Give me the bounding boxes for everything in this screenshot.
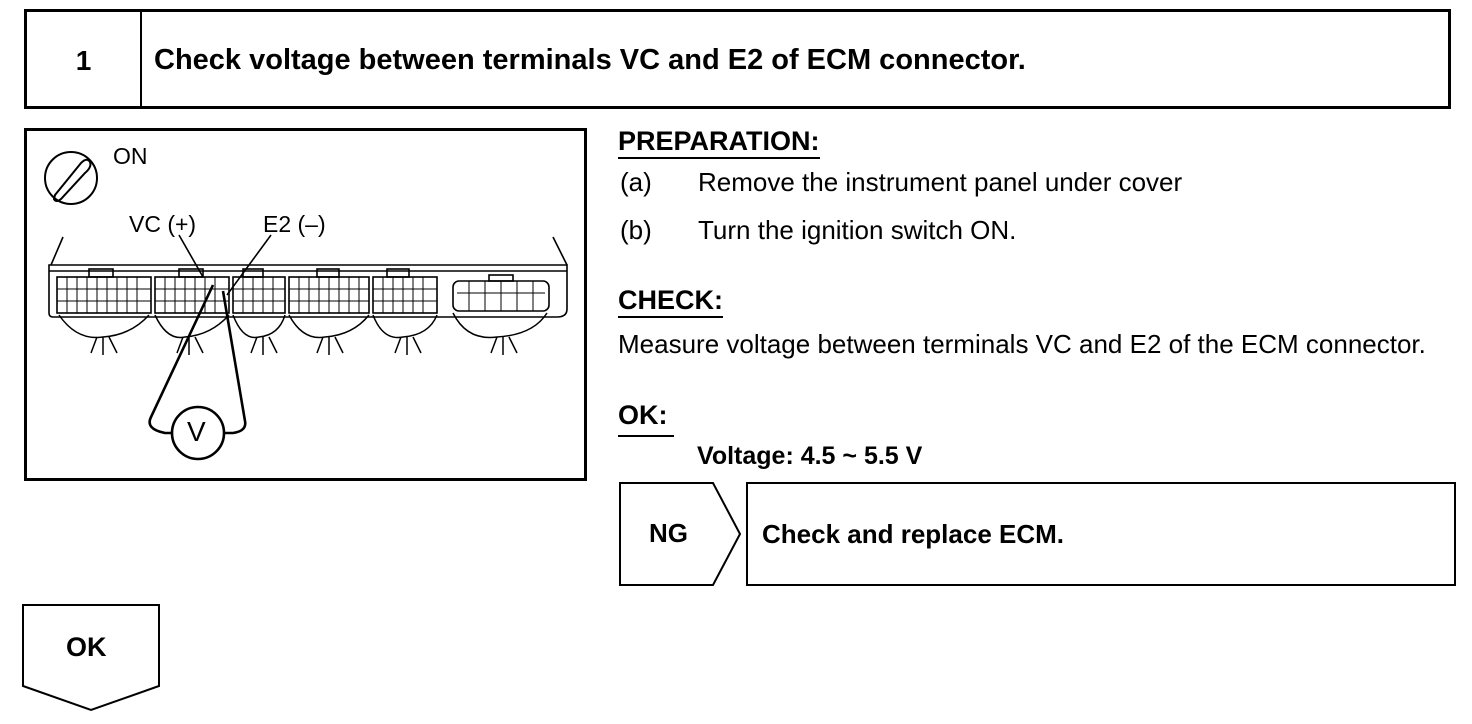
ignition-key-icon xyxy=(44,151,98,205)
step-header: 1 Check voltage between terminals VC and… xyxy=(24,9,1451,109)
check-instruction: Measure voltage between terminals VC and… xyxy=(618,329,1426,359)
ok-heading-rule xyxy=(618,435,674,437)
connector-pins xyxy=(57,277,545,313)
ng-arrow-shape xyxy=(619,482,741,586)
voltmeter-label: V xyxy=(187,416,206,447)
preparation-item-a: (a)Remove the instrument panel under cov… xyxy=(620,167,1183,197)
ecm-diagram xyxy=(44,151,568,461)
ecm-connector-blocks xyxy=(56,268,550,314)
ok-arrow-shape xyxy=(22,604,160,712)
ecm-connector-illustration: ON VC (+) E2 (–) V xyxy=(24,128,587,481)
ok-flow-label: OK xyxy=(66,632,107,662)
vc-terminal-label: VC (+) xyxy=(129,211,197,237)
step-title: Check voltage between terminals VC and E… xyxy=(154,43,1026,76)
ignition-on-label: ON xyxy=(113,143,148,169)
preparation-heading: PREPARATION: xyxy=(618,126,820,159)
check-heading: CHECK: xyxy=(618,285,723,318)
ok-flow-tab: OK xyxy=(22,604,160,712)
label-leaders xyxy=(178,234,272,296)
step-number: 1 xyxy=(27,12,142,106)
voltmeter-icon xyxy=(170,405,226,461)
ng-flow-tab: NG xyxy=(619,482,741,586)
ng-label: NG xyxy=(649,518,688,548)
voltmeter-leads xyxy=(148,284,247,435)
voltage-spec: Voltage: 4.5 ~ 5.5 V xyxy=(697,442,923,470)
wire-harnesses xyxy=(58,312,548,355)
ok-heading: OK: xyxy=(618,400,668,430)
preparation-item-b: (b)Turn the ignition switch ON. xyxy=(620,215,1017,245)
ng-action-box: Check and replace ECM. xyxy=(746,482,1456,586)
e2-terminal-label: E2 (–) xyxy=(263,211,326,237)
ecm-case xyxy=(48,236,568,318)
